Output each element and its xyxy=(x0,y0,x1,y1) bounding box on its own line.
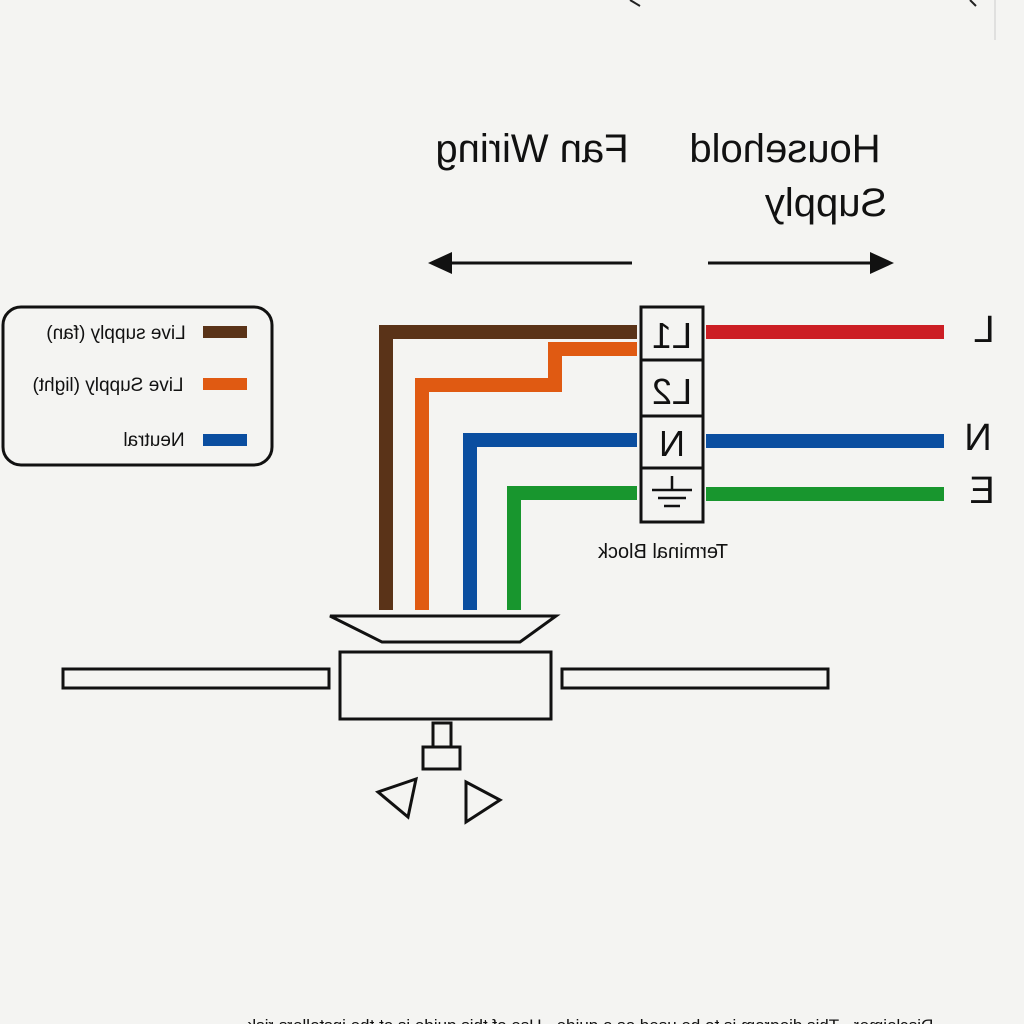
terminal-n: N xyxy=(659,423,685,464)
legend-label-light: Live Supply (light) xyxy=(32,375,183,396)
fan-canopy xyxy=(329,614,561,644)
wire-live-light xyxy=(415,342,637,610)
legend-label-neutral: Neutral xyxy=(123,430,184,451)
legend-swatch-neutral xyxy=(203,434,247,446)
ceiling-fan xyxy=(61,614,830,825)
light-bulb-left-icon xyxy=(374,776,419,820)
arrow-left-icon xyxy=(428,252,632,274)
fan-wiring-label: Fan Wiring xyxy=(435,127,628,171)
fan-blade-left xyxy=(61,667,331,690)
legend: Live supply (fan) Live Supply (light) Ne… xyxy=(1,305,274,467)
top-cut-mark-right xyxy=(969,0,977,7)
household-supply-label-1: Household xyxy=(689,127,880,171)
fan-motor-housing xyxy=(338,650,553,721)
supply-label-earth: E xyxy=(969,470,994,512)
fan-light-holder xyxy=(421,745,462,771)
terminal-block: L1 L2 N xyxy=(639,305,705,524)
legend-swatch-light xyxy=(203,378,247,390)
legend-swatch-fan xyxy=(203,326,247,338)
legend-label-fan: Live supply (fan) xyxy=(46,323,185,344)
arrow-right-icon xyxy=(708,252,894,274)
earth-ground-icon xyxy=(652,476,692,508)
terminal-l1: L1 xyxy=(652,315,692,356)
wire-neutral-fan xyxy=(463,433,637,610)
household-supply-label-2: Supply xyxy=(765,181,887,225)
top-cut-mark-left xyxy=(629,0,641,7)
disclaimer: Disclaimer - This diagram is to be used … xyxy=(247,1016,933,1024)
supply-label-neutral: N xyxy=(964,417,991,459)
fan-light-stem xyxy=(431,721,453,749)
wire-earth-fan xyxy=(507,486,637,610)
legend-frame xyxy=(1,305,274,467)
wire-live-fan xyxy=(379,325,637,610)
supply-label-live: L xyxy=(973,309,994,351)
light-bulb-right-icon xyxy=(464,779,503,825)
terminal-l2: L2 xyxy=(652,371,692,412)
terminal-block-label: Terminal Block xyxy=(597,541,728,563)
fan-blade-right xyxy=(560,667,830,690)
